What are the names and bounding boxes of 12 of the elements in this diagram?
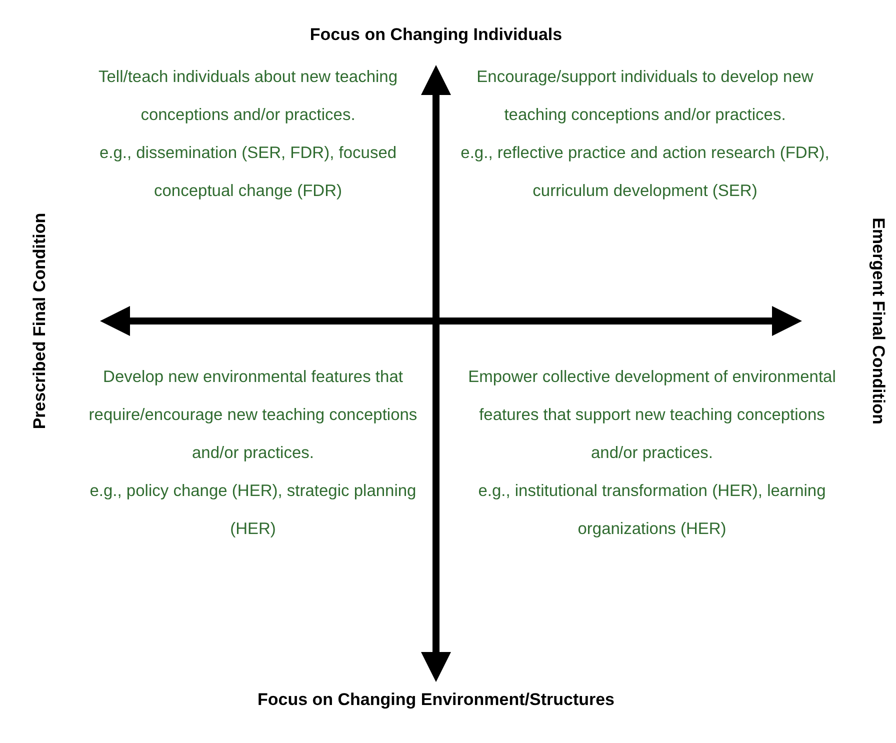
quadrant-description: Develop new environmental features that require/encourage new teaching conceptions and/or practices.	[88, 367, 418, 464]
quadrant-examples: e.g., institutional transformation (HER), learning organizations (HER)	[477, 481, 827, 540]
quadrant-examples: e.g., policy change (HER), strategic planning (HER)	[88, 481, 418, 540]
axis-label: Prescribed Final Condition	[30, 212, 50, 430]
axis-label: Emergent Final Condition	[868, 218, 888, 424]
quadrant-examples: e.g., dissemination (SER, FDR), focused conceptual change (FDR)	[98, 143, 398, 202]
quadrant-description: Encourage/support individuals to develop new teaching conceptions and/or practices.	[476, 67, 814, 126]
axis-label: Focus on Changing Individuals	[310, 25, 562, 45]
quadrant-examples: e.g., reflective practice and action research (FDR), curriculum development (SER)	[460, 143, 830, 202]
axis-label: Focus on Changing Environment/Structures	[257, 690, 615, 710]
quadrant-description: Tell/teach individuals about new teaching conceptions and/or practices.	[97, 67, 399, 126]
quadrant-description: Empower collective development of environmental features that support new teaching conceptions and/or practices.	[467, 367, 837, 464]
